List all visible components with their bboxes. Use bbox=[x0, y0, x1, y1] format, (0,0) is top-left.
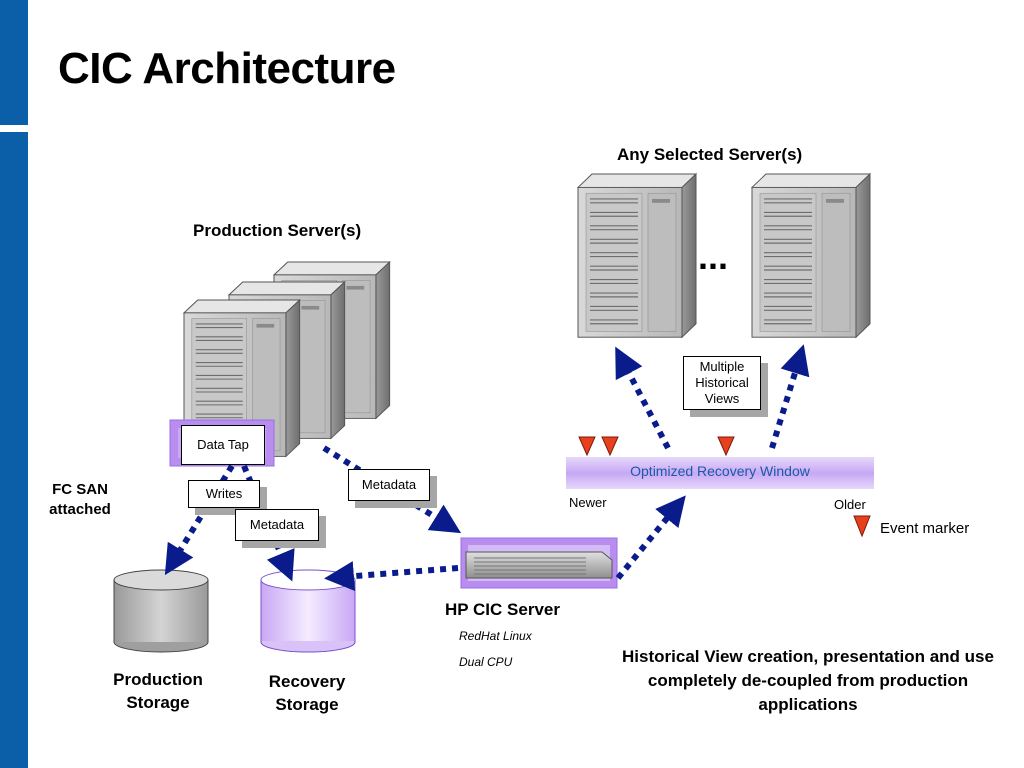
arrow-window-to-selected-server-left bbox=[615, 346, 671, 450]
selected-server-right bbox=[751, 173, 871, 338]
event-marker-older bbox=[717, 436, 735, 457]
slide-title: CIC Architecture bbox=[58, 44, 396, 93]
event-marker-legend-icon bbox=[853, 515, 871, 538]
arrow-datatap-to-recovery-storage bbox=[241, 464, 295, 582]
arrow-window-to-selected-server-right bbox=[769, 344, 810, 449]
hp-cic-server bbox=[460, 537, 618, 589]
arrow-cic-server-to-recovery-storage bbox=[324, 561, 459, 592]
callout-data-tap: Data Tap bbox=[181, 425, 265, 465]
label-dual-cpu: Dual CPU bbox=[459, 655, 513, 669]
ellipsis-more-servers: ... bbox=[698, 236, 729, 277]
label-hp-cic-server: HP CIC Server bbox=[445, 600, 560, 619]
arrow-cic-server-to-recovery-window bbox=[615, 495, 686, 580]
arrow-datatap-to-production-storage bbox=[164, 464, 235, 576]
recovery-window-band bbox=[566, 457, 874, 489]
label-production-servers: Production Server(s) bbox=[193, 221, 362, 240]
event-marker-newer-2 bbox=[601, 436, 619, 457]
callout-metadata-right: Metadata bbox=[348, 469, 430, 501]
production-storage-cylinder bbox=[113, 569, 209, 653]
label-fc-san-attached: FC SAN attached bbox=[49, 481, 111, 518]
callout-metadata-left: Metadata bbox=[235, 509, 319, 541]
callout-multiple-historical-views: Multiple Historical Views bbox=[683, 356, 761, 410]
recovery-storage-cylinder bbox=[260, 569, 356, 653]
label-any-selected-servers: Any Selected Server(s) bbox=[617, 145, 803, 164]
label-newer: Newer bbox=[569, 495, 607, 510]
historical-view-note: Historical View creation, presentation a… bbox=[622, 647, 994, 714]
label-optimized-recovery-window: Optimized Recovery Window bbox=[630, 463, 810, 479]
label-redhat-linux: RedHat Linux bbox=[459, 629, 532, 643]
label-older: Older bbox=[834, 497, 866, 512]
sidebar-accent-top bbox=[0, 0, 28, 125]
sidebar-accent-bottom bbox=[0, 132, 28, 768]
label-event-marker: Event marker bbox=[880, 520, 970, 537]
callout-writes: Writes bbox=[188, 480, 260, 508]
selected-server-left bbox=[577, 173, 697, 338]
label-recovery-storage: Recovery Storage bbox=[268, 672, 346, 714]
event-marker-newer-1 bbox=[578, 436, 596, 457]
label-production-storage: Production Storage bbox=[113, 670, 203, 712]
